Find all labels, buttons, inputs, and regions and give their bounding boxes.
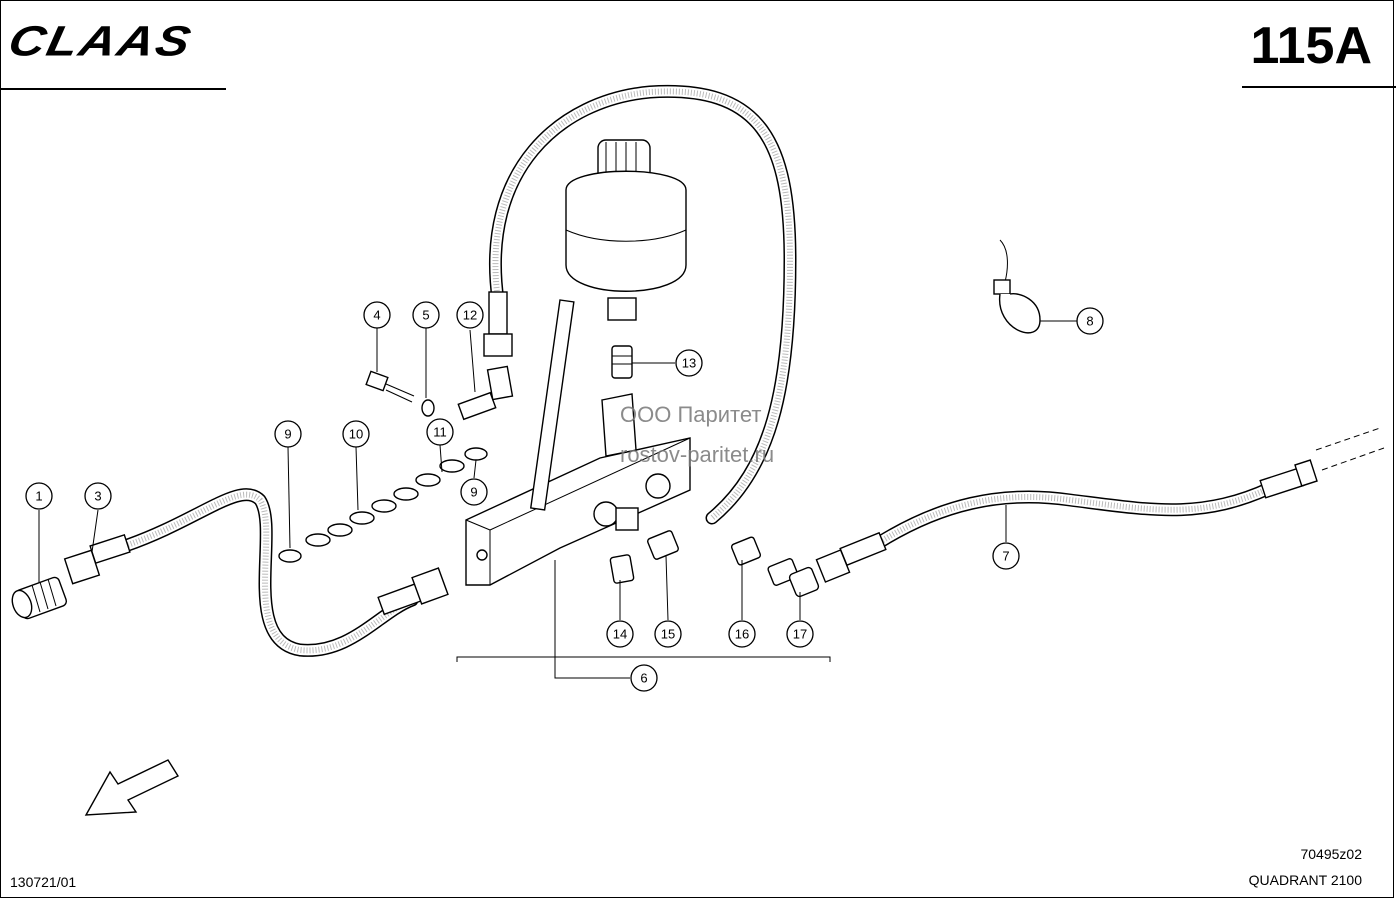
callout-7: 7 bbox=[992, 542, 1020, 570]
washer-5 bbox=[421, 399, 435, 417]
svg-text:5: 5 bbox=[422, 308, 429, 323]
fittings-14-17 bbox=[609, 530, 820, 598]
callout-8: 8 bbox=[1076, 307, 1104, 335]
page-number: 115A bbox=[1250, 17, 1372, 75]
svg-text:8: 8 bbox=[1086, 314, 1093, 329]
svg-text:1: 1 bbox=[35, 489, 42, 504]
svg-text:6: 6 bbox=[640, 671, 647, 686]
quick-coupling bbox=[11, 576, 68, 620]
callout-17: 17 bbox=[786, 620, 814, 648]
callout-4: 4 bbox=[363, 301, 391, 329]
arrow-down-left-icon bbox=[84, 759, 180, 816]
fitting-13 bbox=[611, 345, 633, 379]
callout-13: 13 bbox=[675, 349, 703, 377]
callout-14: 14 bbox=[606, 620, 634, 648]
callout-9-right: 9 bbox=[460, 478, 488, 506]
right-hose bbox=[873, 481, 1277, 549]
callout-12: 12 bbox=[456, 301, 484, 329]
callout-15: 15 bbox=[654, 620, 682, 648]
callout-16: 16 bbox=[728, 620, 756, 648]
svg-text:16: 16 bbox=[735, 627, 749, 642]
valve-block bbox=[465, 299, 691, 586]
loop-hose-fitting bbox=[483, 291, 513, 357]
svg-text:14: 14 bbox=[613, 627, 627, 642]
loop-hose bbox=[488, 84, 797, 525]
callout-10: 10 bbox=[342, 420, 370, 448]
cable-tie bbox=[993, 239, 1041, 334]
svg-text:13: 13 bbox=[682, 356, 696, 371]
page-number-underline bbox=[1242, 86, 1396, 88]
callout-6: 6 bbox=[630, 664, 658, 692]
leader-lines bbox=[38, 320, 1077, 679]
svg-text:4: 4 bbox=[373, 308, 380, 323]
seal-rings bbox=[278, 447, 488, 563]
callout-5: 5 bbox=[412, 301, 440, 329]
model-name: QUADRANT 2100 bbox=[1248, 872, 1362, 888]
callout-9-left: 9 bbox=[274, 420, 302, 448]
logo-underline bbox=[0, 88, 226, 90]
right-hose-fittings bbox=[815, 427, 1385, 583]
doc-code: 130721/01 bbox=[10, 874, 77, 890]
svg-text:17: 17 bbox=[793, 627, 807, 642]
elbow-12 bbox=[457, 365, 514, 421]
svg-text:15: 15 bbox=[661, 627, 675, 642]
left-hose-end-fittings bbox=[63, 533, 449, 616]
svg-text:11: 11 bbox=[433, 425, 447, 440]
bolt-4 bbox=[365, 370, 415, 403]
svg-text:7: 7 bbox=[1002, 549, 1009, 564]
svg-text:9: 9 bbox=[284, 427, 291, 442]
accumulator bbox=[565, 139, 687, 321]
svg-text:9: 9 bbox=[470, 485, 477, 500]
left-hose bbox=[118, 488, 419, 657]
svg-text:3: 3 bbox=[94, 489, 101, 504]
svg-text:12: 12 bbox=[463, 308, 477, 323]
callout-1: 1 bbox=[25, 482, 53, 510]
drawing-reference: 70495z02 bbox=[1300, 846, 1362, 862]
watermark-url: rostov-paritet.ru bbox=[620, 442, 775, 467]
callout-3: 3 bbox=[84, 482, 112, 510]
watermark-company: ООО Паритет bbox=[620, 402, 762, 427]
svg-text:10: 10 bbox=[349, 427, 363, 442]
callout-11: 11 bbox=[426, 418, 454, 446]
